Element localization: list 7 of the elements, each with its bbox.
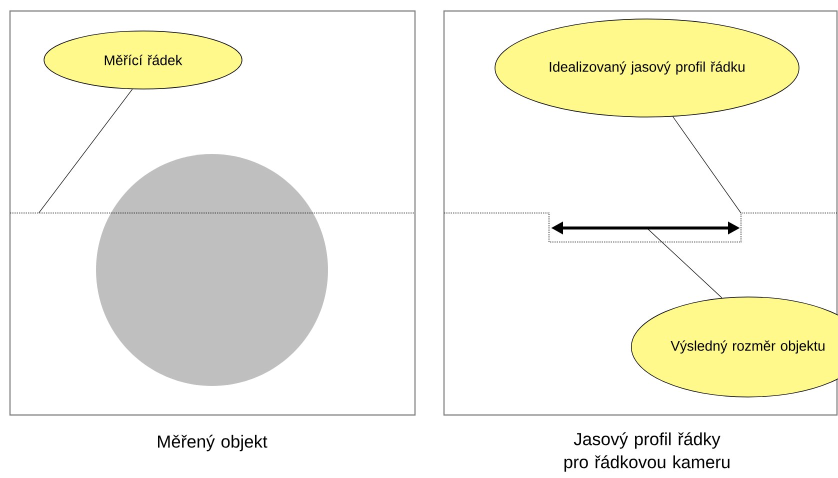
node-label: Měřený objekt bbox=[158, 434, 268, 452]
measuring-line bbox=[10, 212, 416, 214]
node-label: Jasový profil řádky pro řádkovou kameru bbox=[564, 432, 730, 472]
leader-line bbox=[672, 116, 742, 214]
leader-line bbox=[646, 228, 722, 298]
brightness-profile bbox=[444, 212, 838, 242]
leader-line bbox=[38, 88, 133, 214]
